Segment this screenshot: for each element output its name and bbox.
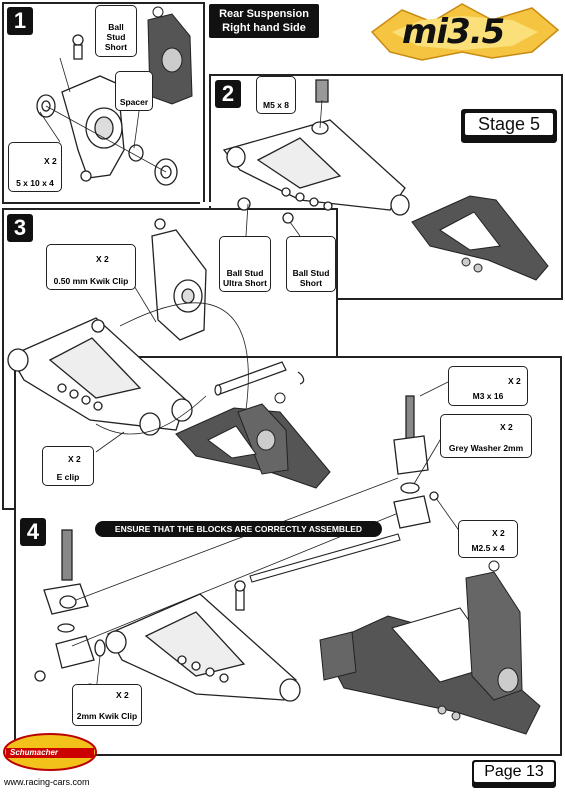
callout-ball-stud-ultra-short: Ball Stud Ultra Short [219, 236, 271, 292]
header-line-2: Right hand Side [222, 22, 306, 34]
callout-label: Spacer [119, 97, 149, 107]
step1-hub-carrier [36, 34, 178, 186]
callout-bearing: 5 x 10 x 4 [8, 142, 62, 192]
callout-label: 2mm Kwik Clip [76, 711, 138, 721]
callout-label: E clip [56, 472, 80, 482]
step2-wishbone [222, 79, 410, 224]
callout-grey-washer: Grey Washer 2mm [440, 414, 532, 458]
callout-m3x16: M3 x 16 [448, 366, 528, 406]
qty-bearing: X 2 [44, 156, 57, 166]
step-1-number: 1 [7, 7, 33, 35]
step1-finished-hub [147, 6, 193, 105]
step2-finished-wishbone [411, 195, 549, 281]
step4-left-block [34, 529, 106, 682]
step4-hinge-pin [249, 533, 401, 583]
step4-right-block [393, 395, 439, 529]
brand-logo: Schumacher [2, 732, 98, 772]
header-line-1: Rear Suspension [219, 8, 309, 20]
qty-m25x4: X 2 [492, 528, 505, 538]
qty-grey-washer: X 2 [500, 422, 513, 432]
callout-label: Ball Stud Short [292, 268, 330, 288]
page-number-box: Page 13 [472, 760, 556, 788]
stage-label: Stage 5 [465, 113, 553, 135]
callout-spacer: Spacer [115, 71, 153, 111]
callout-m5x8: M5 x 8 [256, 76, 296, 114]
callout-label: M3 x 16 [472, 391, 504, 401]
callout-label: 5 x 10 x 4 [16, 178, 54, 188]
step-3-number: 3 [7, 214, 33, 242]
section-header: Rear Suspension Right hand Side [209, 4, 319, 38]
callout-label: Ball Stud Ultra Short [223, 268, 267, 288]
logo-text: mi3.5 [402, 12, 505, 52]
callout-label: Grey Washer 2mm [448, 443, 524, 453]
callout-label: Ball Stud Short [104, 22, 128, 52]
brand-name: Schumacher [10, 748, 59, 757]
callout-kwik-clip-2mm: 2mm Kwik Clip [72, 684, 142, 726]
page-number: Page 13 [474, 762, 554, 782]
callout-m25x4: M2.5 x 4 [458, 520, 518, 558]
assembly-warning-banner: ENSURE THAT THE BLOCKS ARE CORRECTLY ASS… [95, 521, 382, 537]
step-2-number: 2 [215, 80, 241, 108]
qty-e-clip: X 2 [68, 454, 81, 464]
step-4-number: 4 [20, 518, 46, 546]
callout-label: 0.50 mm Kwik Clip [53, 276, 129, 286]
qty-m3x16: X 2 [508, 376, 521, 386]
step4-wishbone [105, 580, 301, 702]
step3-finished-assembly [175, 392, 331, 489]
website-url: www.racing-cars.com [4, 777, 90, 787]
step3-hinge-pin [214, 361, 287, 396]
callout-e-clip: E clip [42, 446, 94, 486]
brand-logo-shape [3, 733, 97, 771]
callout-kwik-clip-050: 0.50 mm Kwik Clip [46, 244, 136, 290]
step4-finished-assembly [319, 560, 541, 735]
callout-ball-stud-short: Ball Stud Short [95, 5, 137, 57]
callout-label: M2.5 x 4 [471, 543, 505, 553]
logo-burst [370, 3, 560, 61]
product-logo: mi3.5 [362, 2, 562, 62]
qty-kwik-clip-050: X 2 [96, 254, 109, 264]
step3-assembly [7, 218, 207, 436]
callout-label: M5 x 8 [263, 100, 289, 110]
callout-ball-stud-short-2: Ball Stud Short [286, 236, 336, 292]
stage-label-box: Stage 5 [461, 109, 557, 143]
qty-kwik-clip-2mm: X 2 [116, 690, 129, 700]
